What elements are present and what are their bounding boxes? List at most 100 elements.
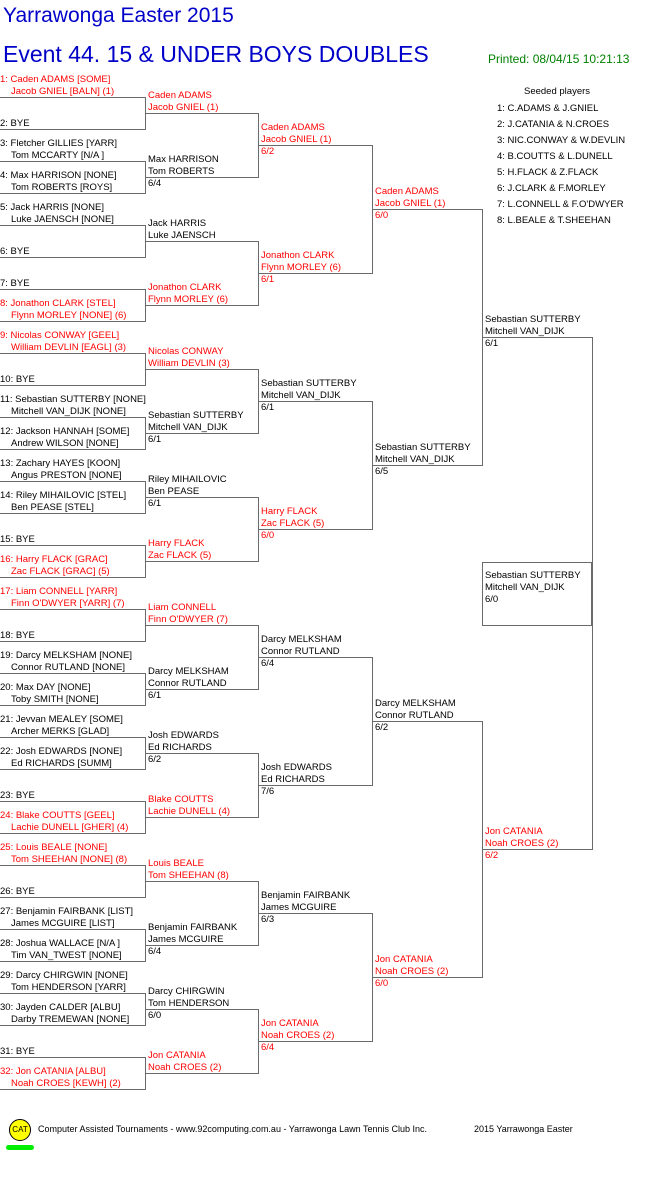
partner-name: Mitchell VAN_DIJK (261, 390, 341, 401)
bracket-line (0, 897, 145, 898)
match-score: 7/6 (261, 786, 275, 797)
player-name: Sebastian SUTTERBY (261, 378, 357, 389)
bracket-line (0, 1057, 145, 1058)
partner-name: Noah CROES (2) (485, 838, 559, 849)
bye-entry: 23: BYE (0, 790, 35, 801)
player-name: 20: Max DAY [NONE] (0, 682, 91, 693)
match-score: 6/5 (375, 466, 389, 477)
partner-name: Connor RUTLAND (148, 678, 227, 689)
player-name: 21: Jevvan MEALEY [SOME] (0, 714, 123, 725)
partner-name: Tom SHEEHAN (8) (148, 870, 229, 881)
player-name: Caden ADAMS (261, 122, 325, 133)
bye-entry: 7: BYE (0, 278, 30, 289)
partner-name: Tom MCCARTY [N/A ] (11, 150, 105, 161)
match-score: 6/0 (375, 210, 389, 221)
player-name: 30: Jayden CALDER [ALBU] (0, 1002, 121, 1013)
player-name: Josh EDWARDS (261, 762, 332, 773)
bracket-line (0, 289, 145, 290)
bracket-line (482, 849, 592, 850)
bye-entry: 26: BYE (0, 886, 35, 897)
player-name: 11: Sebastian SUTTERBY [NONE] (0, 394, 146, 405)
bracket-line (0, 609, 145, 610)
bracket-line (0, 801, 145, 802)
partner-name: Tom ROBERTS [ROYS] (11, 182, 113, 193)
player-name: 32: Jon CATANIA [ALBU] (0, 1066, 106, 1077)
player-name: 12: Jackson HANNAH [SOME] (0, 426, 130, 437)
bracket-line (0, 97, 145, 98)
partner-name: Finn O'DWYER (7) (148, 614, 228, 625)
partner-name: Ed RICHARDS [SUMM] (11, 758, 112, 769)
player-name: 13: Zachary HAYES [KOON] (0, 458, 121, 469)
player-name: Max HARRISON (148, 154, 219, 165)
partner-name: Ben PEASE (148, 486, 200, 497)
player-name: Darcy MELKSHAM (375, 698, 456, 709)
partner-name: William DEVLIN [EAGL] (3) (11, 342, 127, 353)
bracket-line (0, 865, 145, 866)
player-name: 16: Harry FLACK [GRAC] (0, 554, 108, 565)
partner-name: Zac FLACK (5) (261, 518, 325, 529)
player-name: 27: Benjamin FAIRBANK [LIST] (0, 906, 134, 917)
partner-name: Connor RUTLAND (261, 646, 340, 657)
player-name: Darcy CHIRGWIN (148, 986, 225, 997)
bracket-line (258, 529, 372, 530)
event-title: Event 44. 15 & UNDER BOYS DOUBLES (3, 41, 429, 67)
player-name: Sebastian SUTTERBY (485, 570, 581, 581)
match-score: 6/1 (261, 402, 275, 413)
player-name: Josh EDWARDS (148, 730, 219, 741)
bracket-line (145, 305, 258, 306)
player-name: 29: Darcy CHIRGWIN [NONE] (0, 970, 128, 981)
player-name: Darcy MELKSHAM (261, 634, 342, 645)
partner-name: Flynn MORLEY (6) (148, 294, 229, 305)
bracket-line (145, 753, 258, 754)
player-name: 17: Liam CONNELL [YARR] (0, 586, 118, 597)
bracket-line (372, 721, 482, 722)
player-name: Liam CONNELL (148, 602, 217, 613)
bracket-line (0, 1089, 145, 1090)
match-score: 6/4 (261, 658, 275, 669)
cat-logo: CAT (9, 1119, 31, 1141)
player-name: Riley MIHAILOVIC (148, 474, 227, 485)
match-score: 6/1 (261, 274, 275, 285)
bracket-line (258, 145, 372, 146)
seeded-players-heading: Seeded players (524, 86, 591, 97)
partner-name: Ed RICHARDS (148, 742, 212, 753)
match-score: 6/1 (148, 434, 162, 445)
bracket-line (258, 1041, 372, 1042)
bracket-line (145, 113, 258, 114)
partner-name: Andrew WILSON [NONE] (11, 438, 119, 449)
bye-entry: 2: BYE (0, 118, 30, 129)
partner-name: Mitchell VAN_DIJK (485, 326, 565, 337)
player-name: Jack HARRIS (148, 218, 207, 229)
bracket-line (145, 689, 258, 690)
player-name: Jon CATANIA (375, 954, 433, 965)
player-name: Sebastian SUTTERBY (148, 410, 244, 421)
seeded-player: 7: L.CONNELL & F.O'DWYER (497, 199, 624, 210)
bracket-line (0, 1025, 145, 1026)
match-score: 6/3 (261, 914, 275, 925)
partner-name: Tom HENDERSON [YARR] (11, 982, 126, 993)
bracket-line (145, 369, 258, 370)
player-name: 28: Joshua WALLACE [N/A ] (0, 938, 121, 949)
player-name: 19: Darcy MELKSHAM [NONE] (0, 650, 132, 661)
partner-name: Flynn MORLEY (6) (261, 262, 342, 273)
partner-name: Jacob GNIEL (1) (375, 198, 446, 209)
logo-underline (6, 1145, 34, 1150)
seeded-player: 1: C.ADAMS & J.GNIEL (497, 103, 599, 114)
bracket-line (145, 561, 258, 562)
bracket-line (258, 913, 372, 914)
match-score: 6/2 (485, 850, 499, 861)
bracket-line (145, 817, 258, 818)
player-name: Benjamin FAIRBANK (261, 890, 351, 901)
player-name: Jonathon CLARK (261, 250, 335, 261)
bracket-connector (592, 337, 593, 850)
player-name: Sebastian SUTTERBY (485, 314, 581, 325)
player-name: Blake COUTTS (148, 794, 214, 805)
printed-timestamp: Printed: 08/04/15 10:21:13 (488, 52, 630, 66)
bracket-line (0, 737, 145, 738)
bye-entry: 10: BYE (0, 374, 35, 385)
partner-name: Noah CROES (2) (261, 1030, 335, 1041)
final-winner-box (482, 562, 592, 626)
player-name: 3: Fletcher GILLIES [YARR] (0, 138, 118, 149)
partner-name: Lachie DUNELL (4) (148, 806, 231, 817)
partner-name: James MCGUIRE (148, 934, 224, 945)
